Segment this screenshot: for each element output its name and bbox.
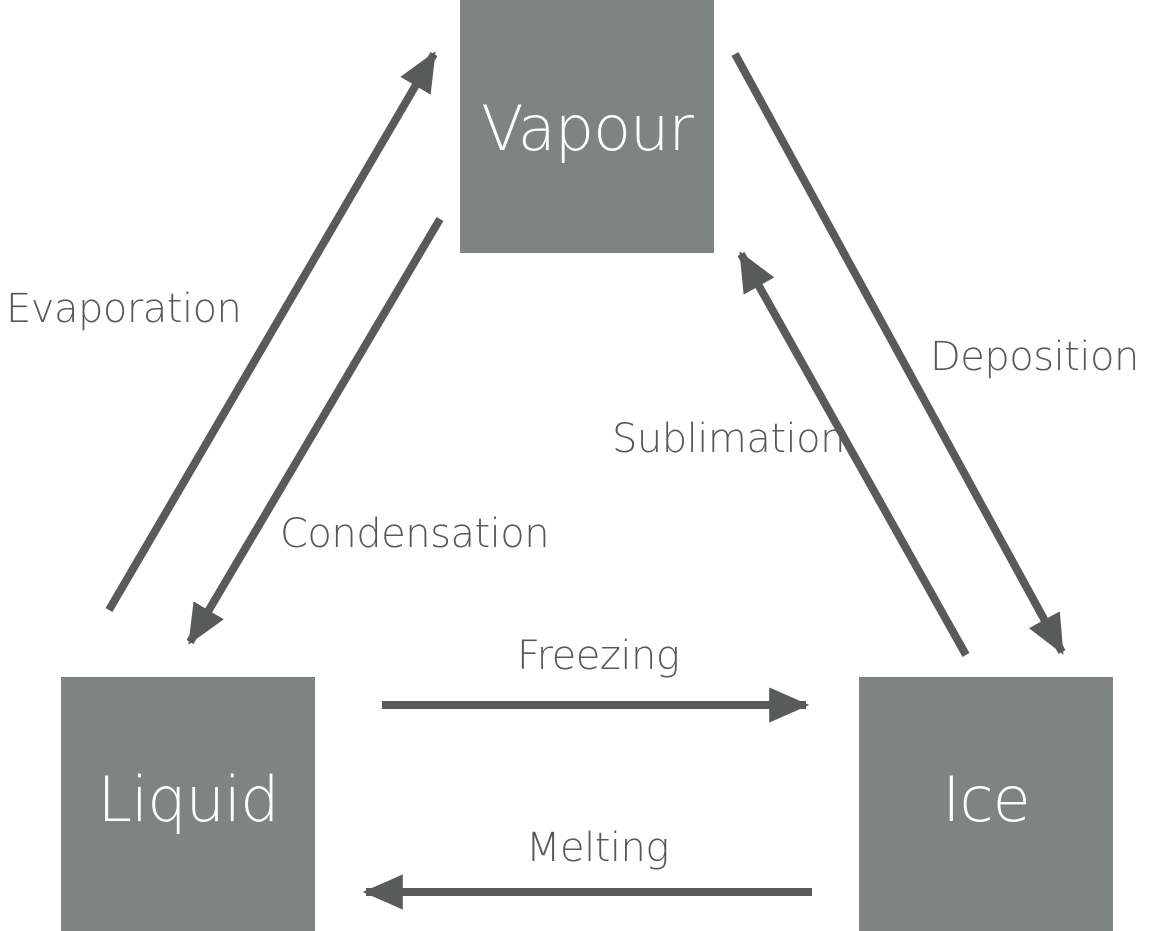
- condensation-arrow: [186, 216, 444, 645]
- liquid-label: Liquid: [97, 762, 280, 836]
- liquid-state-box: Liquid: [61, 677, 315, 931]
- sublimation-label: Sublimation: [612, 416, 845, 462]
- melting-label: Melting: [526, 825, 669, 871]
- ice-state-box: Ice: [859, 677, 1113, 931]
- ice-label: Ice: [942, 762, 1031, 836]
- deposition-arrow: [731, 52, 1066, 655]
- condensation-label: Condensation: [280, 511, 550, 557]
- vapour-label: Vapour: [481, 92, 694, 165]
- evaporation-arrow: [105, 51, 438, 613]
- sublimation-arrow: [737, 251, 970, 657]
- deposition-label: Deposition: [930, 334, 1139, 380]
- freezing-label: Freezing: [517, 633, 680, 679]
- vapour-state-box: Vapour: [460, 0, 714, 253]
- evaporation-label: Evaporation: [6, 286, 242, 332]
